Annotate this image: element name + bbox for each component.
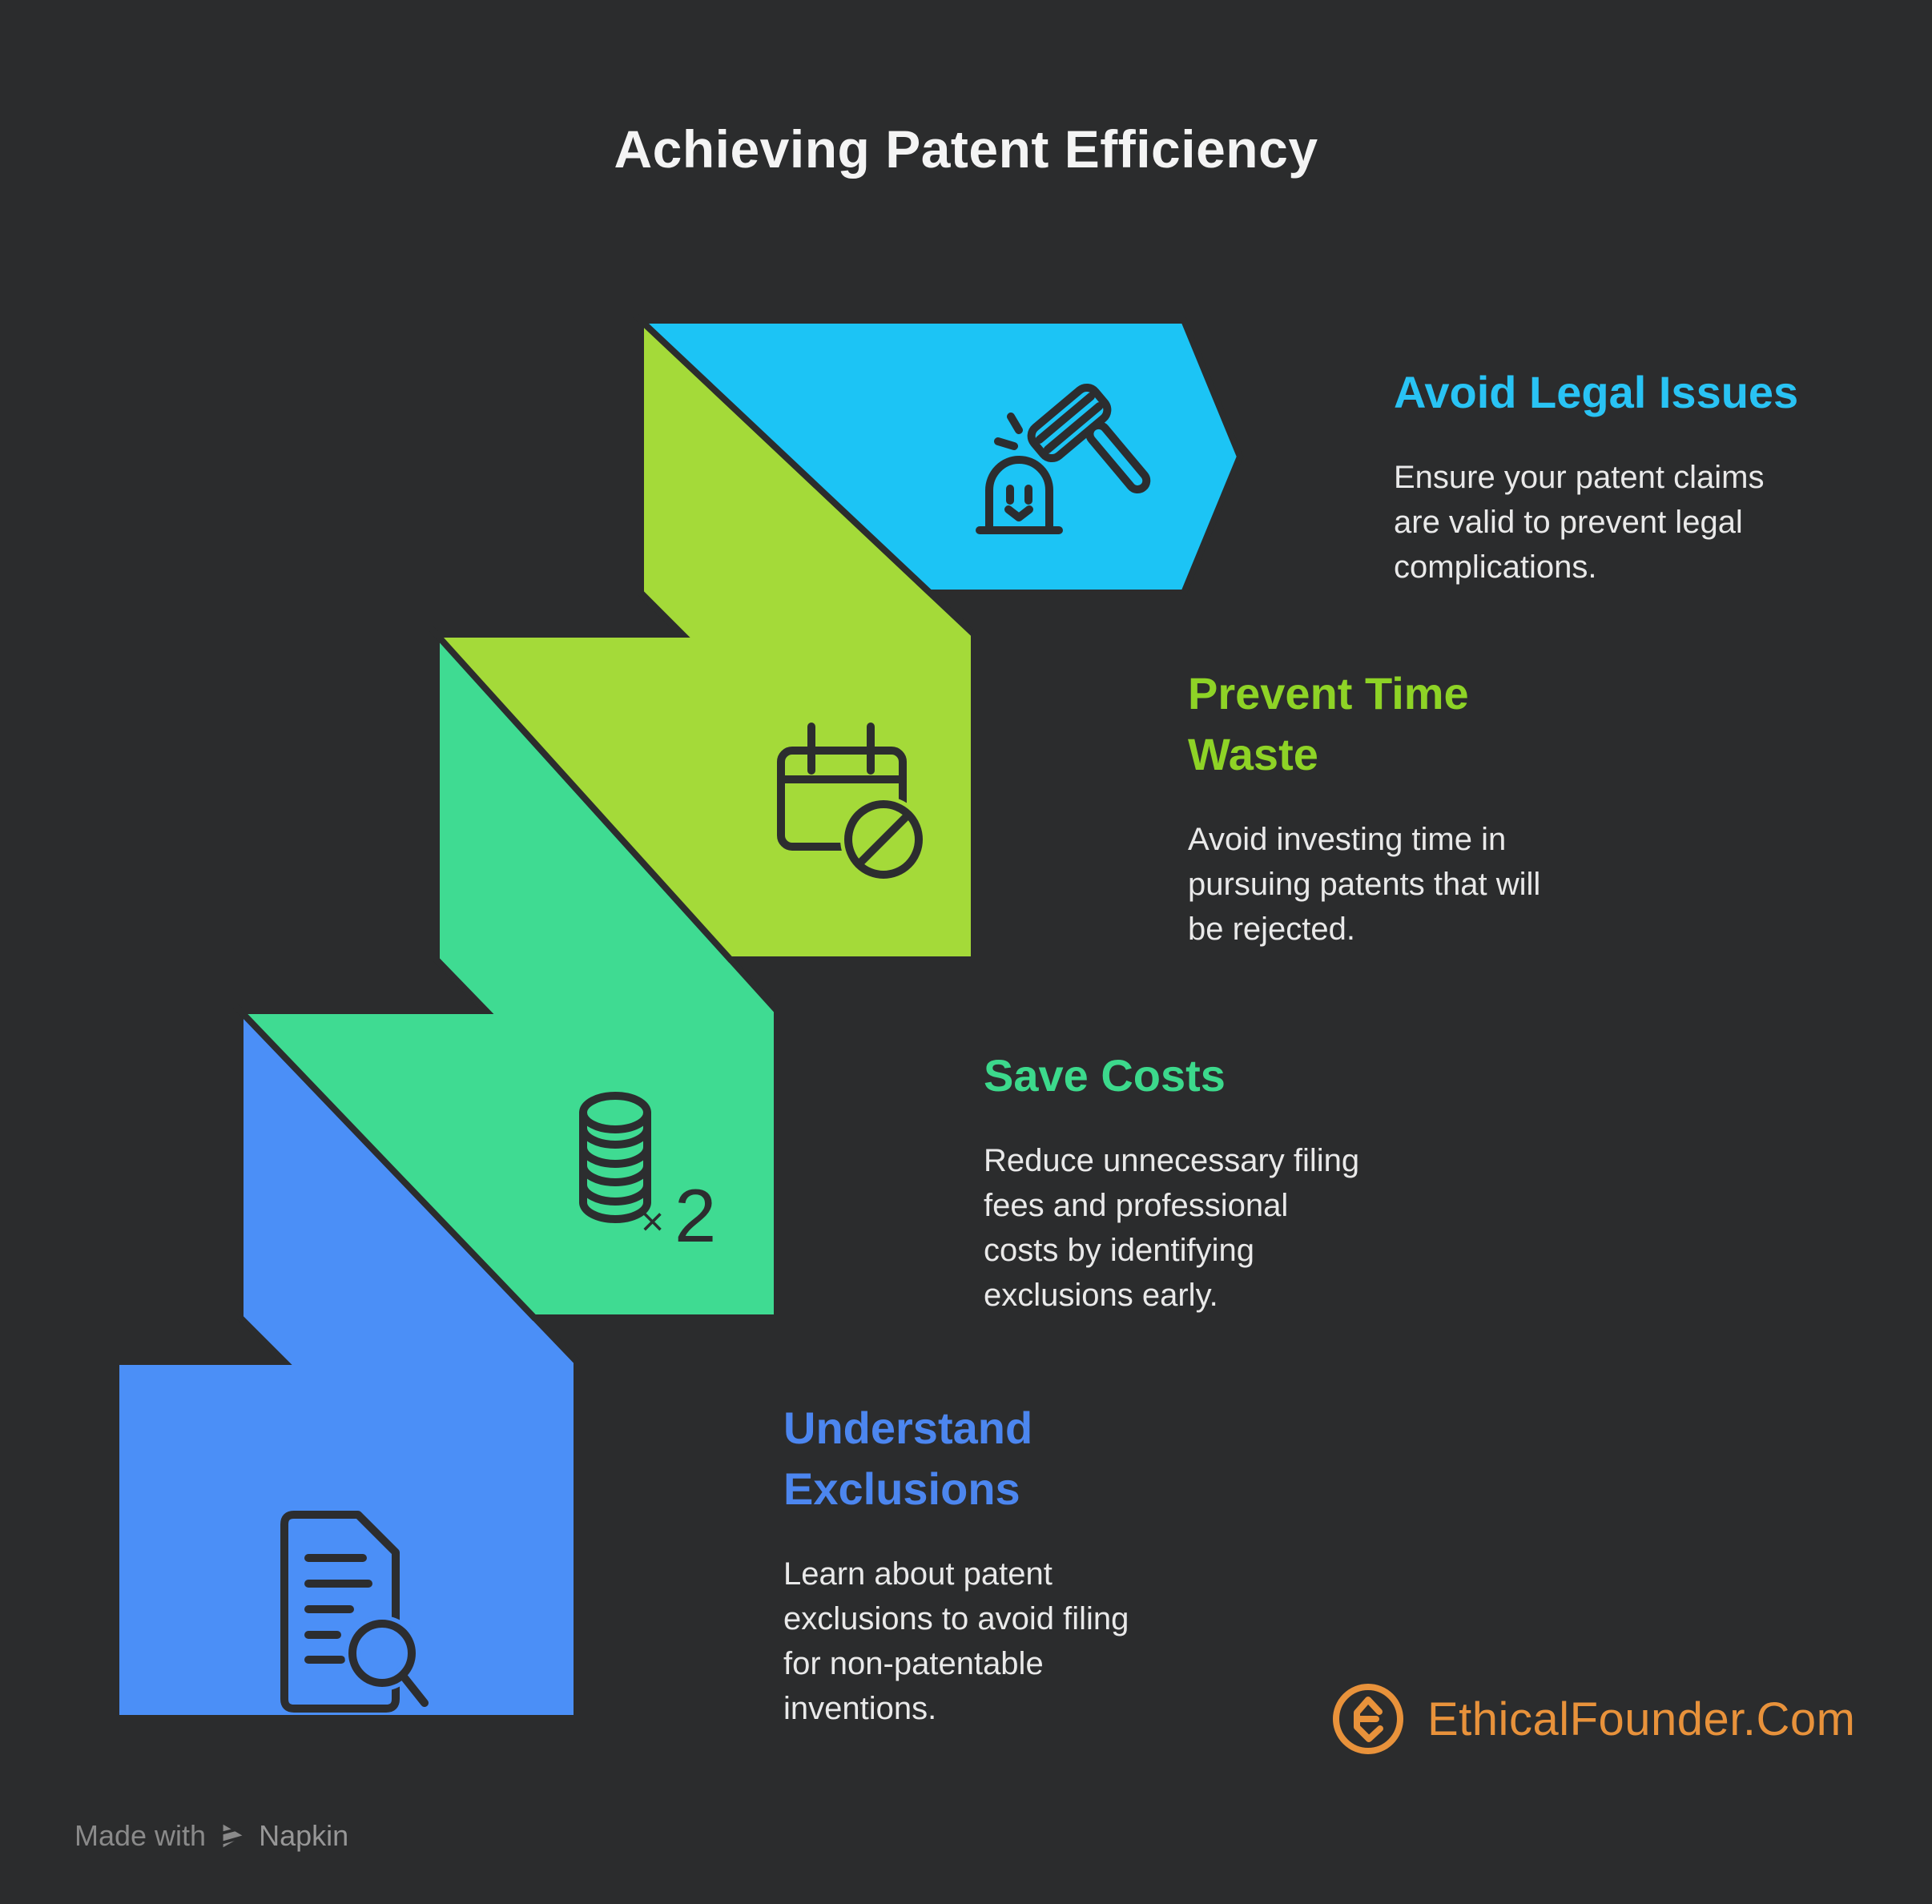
step-shape-save-costs	[232, 626, 780, 1321]
step-shape-understand-exclusions	[113, 1003, 580, 1721]
coins-icon	[579, 1092, 651, 1223]
gavel-icon	[976, 383, 1151, 534]
page-title: Achieving Patent Efficiency	[614, 119, 1318, 179]
credit-brand: Napkin	[259, 1819, 349, 1852]
coins-multiplier-label: × 2	[641, 1173, 716, 1258]
credit-row: Made with Napkin	[74, 1818, 348, 1854]
step-heading-prevent-time-waste: Prevent Time Waste	[1188, 668, 1469, 779]
step-heading-avoid-legal-issues: Avoid Legal Issues	[1394, 367, 1799, 417]
step-section-understand-exclusions: Understand Exclusions Learn about patent…	[783, 1398, 1296, 1731]
brand-name: EthicalFounder.Com	[1427, 1693, 1856, 1745]
step-body-avoid-legal-issues: Ensure your patent claims are valid to p…	[1394, 460, 1765, 585]
step-section-save-costs: Save Costs Reduce unnecessary filing fee…	[984, 1045, 1496, 1318]
credit-prefix: Made with	[74, 1819, 207, 1852]
napkin-logo-icon	[219, 1824, 244, 1848]
ethicalfounder-logo-icon	[1333, 1684, 1403, 1754]
calendar-blocked-icon	[777, 723, 927, 883]
step-body-understand-exclusions: Learn about patent exclusions to avoid f…	[783, 1556, 1129, 1726]
step-shape-prevent-time-waste	[429, 312, 977, 963]
step-section-avoid-legal-issues: Avoid Legal Issues Ensure your patent cl…	[1394, 362, 1906, 590]
step-body-prevent-time-waste: Avoid investing time in pursuing patents…	[1188, 822, 1541, 947]
document-search-icon	[280, 1511, 429, 1713]
step-body-save-costs: Reduce unnecessary filing fees and profe…	[984, 1143, 1360, 1313]
step-heading-understand-exclusions: Understand Exclusions	[783, 1403, 1033, 1514]
step-heading-save-costs: Save Costs	[984, 1050, 1226, 1101]
brand-logo-row: EthicalFounder.Com	[1330, 1679, 1855, 1759]
step-section-prevent-time-waste: Prevent Time Waste Avoid investing time …	[1188, 663, 1701, 952]
